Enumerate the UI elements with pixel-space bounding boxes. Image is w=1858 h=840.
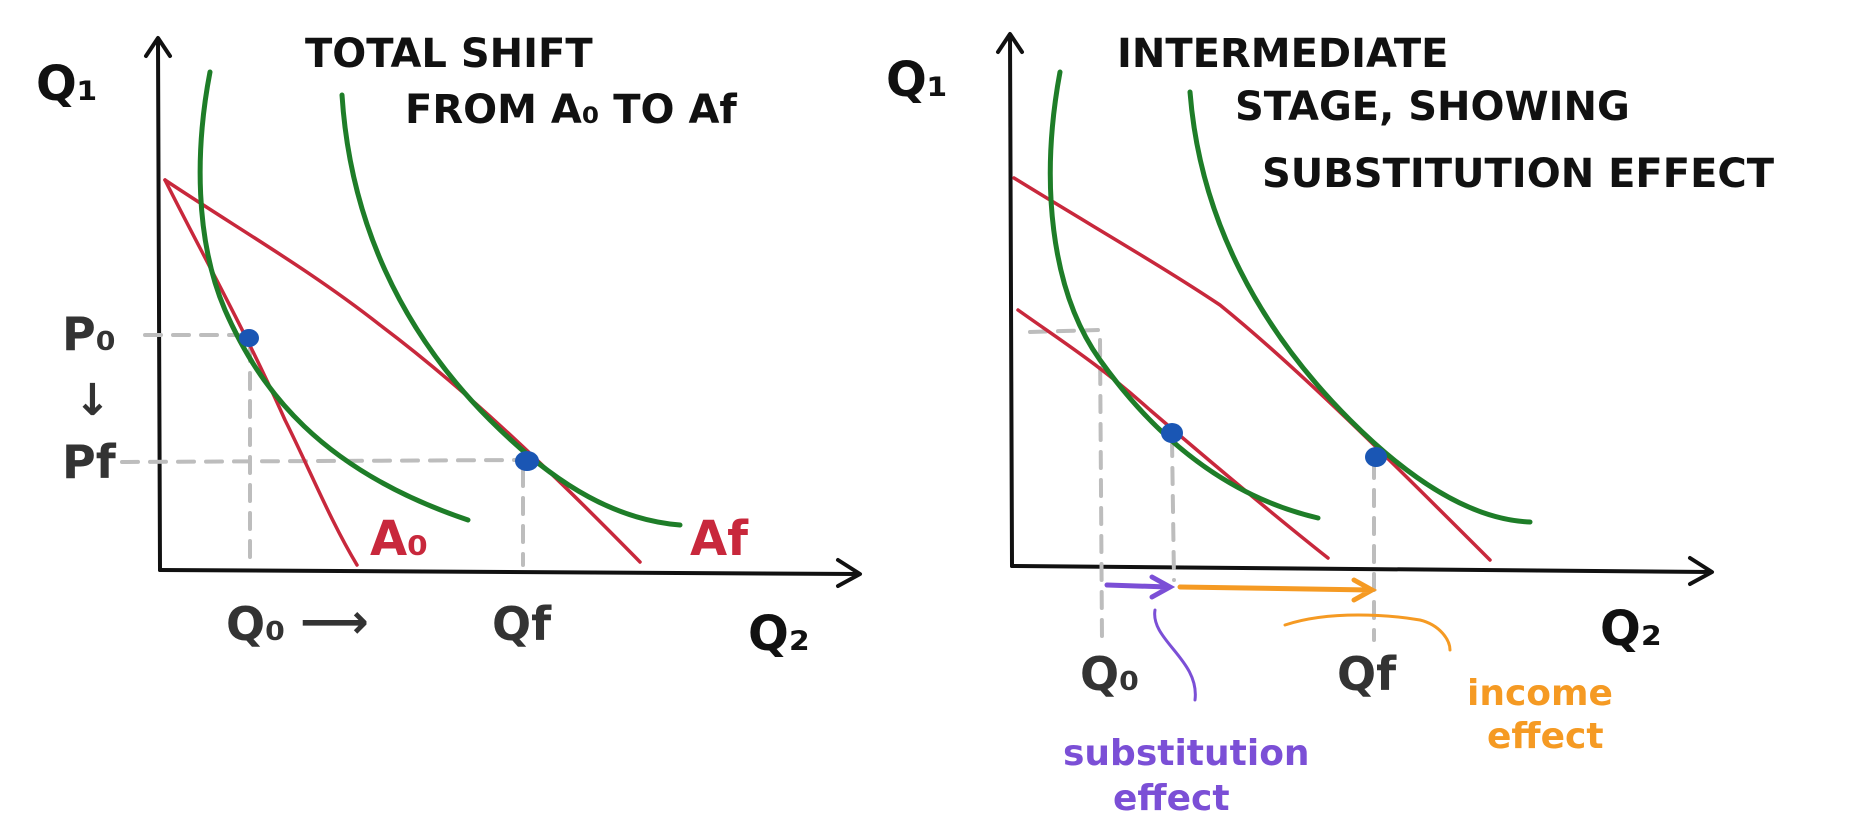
right-title-line1: INTERMEDIATE — [1117, 31, 1448, 77]
right-income-arrow — [1177, 577, 1378, 603]
left-panel: TOTAL SHIFT FROM A₀ TO Af Q₁ Q₂ P₀ ↓ Pf … — [36, 31, 862, 662]
right-y-axis-label: Q₁ — [886, 52, 948, 108]
right-q-final-label: Qf — [1337, 647, 1397, 701]
left-curve-label-af: Af — [690, 511, 749, 567]
right-panel: INTERMEDIATE STAGE, SHOWING SUBSTITUTION… — [886, 31, 1775, 819]
right-title-line3: SUBSTITUTION EFFECT — [1262, 151, 1775, 197]
income-effect-label-line1: income — [1467, 673, 1613, 714]
right-x-axis — [1010, 556, 1714, 586]
right-guide-mid — [1170, 438, 1176, 582]
right-equilibrium-point-substitution — [1161, 423, 1183, 443]
right-title-line2: STAGE, SHOWING — [1235, 84, 1630, 130]
right-budget-line-compensated — [1016, 308, 1330, 560]
left-indifference-curve-high — [339, 92, 683, 528]
right-q-initial-label: Q₀ — [1080, 647, 1139, 701]
left-title-line2: FROM A₀ TO Af — [405, 87, 737, 133]
right-budget-line-final — [1012, 176, 1492, 562]
left-title-line1: TOTAL SHIFT — [305, 31, 593, 77]
right-guide-top — [1028, 328, 1100, 334]
left-x-axis-label: Q₂ — [748, 606, 810, 662]
left-curve-label-a0: A₀ — [370, 511, 428, 567]
left-q-arrow: ⟶ — [300, 594, 369, 650]
right-substitution-connector — [1153, 608, 1197, 702]
left-q-final-label: Qf — [492, 597, 552, 651]
right-guide-q0 — [1098, 338, 1104, 642]
left-y-axis-label: Q₁ — [36, 56, 98, 112]
right-y-axis — [996, 32, 1024, 568]
left-budget-line-af — [163, 178, 642, 564]
left-price-final-label: Pf — [62, 435, 117, 489]
right-indifference-curve-low — [1047, 69, 1321, 521]
right-equilibrium-point-final — [1365, 447, 1387, 467]
left-x-axis — [158, 558, 862, 588]
left-q-initial-label: Q₀ — [226, 597, 285, 651]
left-equilibrium-point-initial — [239, 329, 259, 347]
right-x-axis-label: Q₂ — [1600, 601, 1662, 657]
left-y-axis — [144, 36, 172, 572]
left-indifference-curve-low — [197, 69, 471, 523]
right-indifference-curve-high — [1187, 89, 1533, 525]
left-price-initial-label: P₀ — [62, 307, 116, 361]
left-guide-pf — [120, 458, 522, 464]
left-price-arrow: ↓ — [74, 375, 111, 426]
right-substitution-arrow — [1104, 574, 1176, 600]
income-effect-label-line2: effect — [1487, 716, 1604, 757]
left-equilibrium-point-final — [515, 451, 539, 471]
left-budget-line-a0 — [163, 178, 359, 567]
substitution-effect-label-line2: effect — [1113, 778, 1230, 819]
substitution-effect-label-line1: substitution — [1063, 733, 1310, 774]
right-income-connector — [1283, 613, 1452, 652]
